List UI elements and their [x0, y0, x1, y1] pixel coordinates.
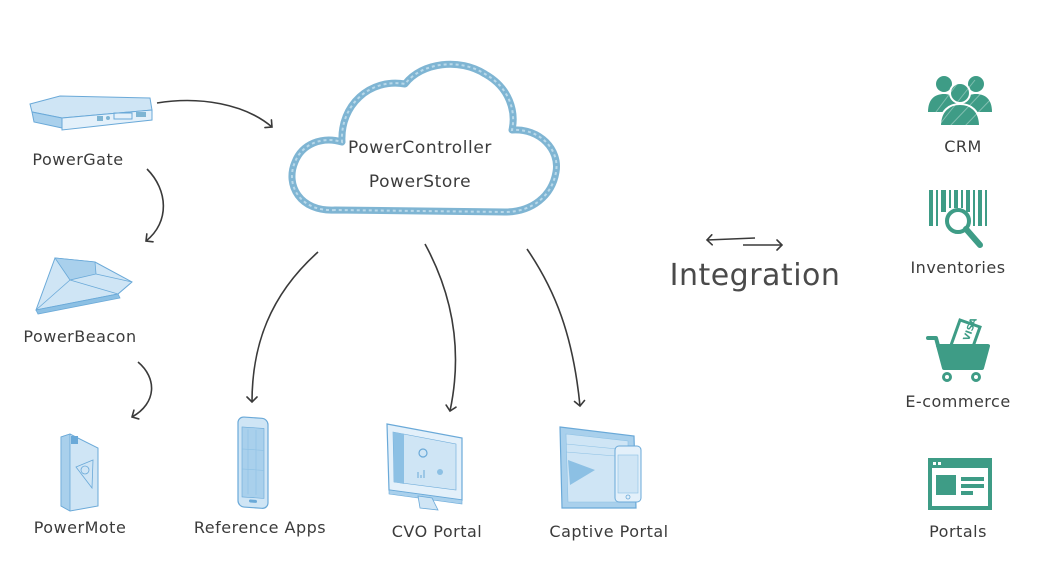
arrow-powergate-to-cloud: [156, 99, 273, 129]
powermote-label: PowerMote: [33, 518, 127, 537]
arrow-cloud-to-cvo-portal: [424, 243, 457, 413]
portals-label: Portals: [929, 522, 987, 541]
arrow-cloud-to-captive-portal: [526, 248, 586, 408]
arrow-cloud-to-reference-apps: [246, 251, 319, 404]
e-commerce-label: E-commerce: [905, 392, 1011, 411]
powerbeacon-label: PowerBeacon: [23, 327, 137, 346]
cloud-label-powercontroller: PowerController: [347, 138, 493, 158]
crm-label: CRM: [944, 137, 982, 156]
reference-apps-label: Reference Apps: [193, 518, 327, 537]
bidirectional-arrow-icon: [705, 233, 784, 251]
cvo-portal-label: CVO Portal: [391, 522, 483, 541]
arrow-powergate-to-powerbeacon: [145, 168, 165, 243]
cloud-label-powerstore: PowerStore: [368, 172, 472, 192]
powergate-label: PowerGate: [32, 150, 124, 169]
integration-label: Integration: [669, 258, 841, 293]
arrow-powerbeacon-to-powermote: [131, 361, 153, 420]
inventories-label: Inventories: [910, 258, 1006, 277]
captive-portal-label: Captive Portal: [549, 522, 669, 541]
